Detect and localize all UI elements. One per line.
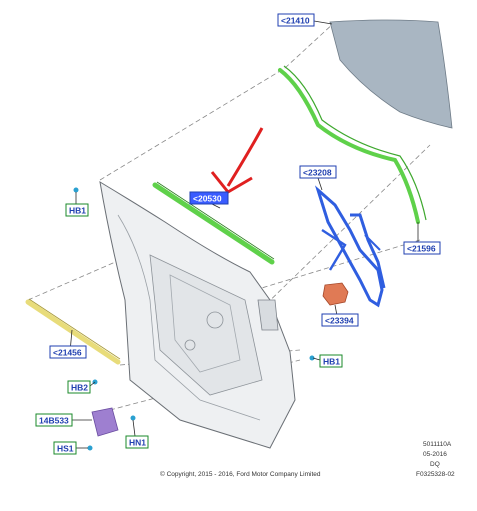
callout-hn1[interactable]: HN1 [125, 435, 149, 449]
lower-door-strip [25, 298, 121, 365]
callout-hb1-right[interactable]: HB1 [319, 354, 343, 368]
drawing-meta: 5011110A 05-2016 DQ F0325328-02 © Copyri… [160, 441, 455, 478]
callout-motor[interactable]: <23394 [321, 313, 359, 327]
callout-glass-label: <21410 [281, 16, 310, 26]
meta-date: 05-2016 [423, 451, 447, 458]
door-control-module [91, 407, 119, 437]
leader-lines [69, 20, 419, 449]
callout-regulator-label: <23208 [303, 168, 332, 178]
callout-module-label: 14B533 [39, 416, 69, 426]
callout-hb1-top[interactable]: HB1 [65, 203, 89, 217]
callout-lower-strip[interactable]: <21456 [49, 345, 87, 359]
callout-hs1-label: HS1 [57, 444, 74, 454]
meta-code: 5011110A [423, 441, 452, 448]
callout-regulator[interactable]: <23208 [299, 165, 337, 179]
callout-lower-strip-label: <21456 [53, 348, 82, 358]
meta-dq: DQ [430, 461, 440, 468]
callout-hs1[interactable]: HS1 [53, 441, 77, 455]
window-regulator [314, 185, 386, 308]
belt-weatherstrip [152, 181, 275, 265]
callout-module[interactable]: 14B533 [35, 413, 73, 427]
red-pointer-arrow [210, 127, 264, 194]
callout-belt-weatherstrip[interactable]: <20530 [189, 191, 229, 205]
callout-hb1-top-label: HB1 [69, 206, 86, 216]
callout-motor-label: <23394 [325, 316, 354, 326]
callout-hb1-right-label: HB1 [323, 357, 340, 367]
callout-hb2[interactable]: HB2 [67, 380, 91, 394]
meta-ref: F0325328-02 [416, 471, 455, 478]
callout-hb2-label: HB2 [71, 383, 88, 393]
callout-belt-weatherstrip-label: <20530 [193, 194, 222, 204]
regulator-motor [322, 282, 349, 306]
callout-glass[interactable]: <21410 [277, 13, 315, 27]
copyright-text: © Copyright, 2015 - 2016, Ford Motor Com… [160, 470, 321, 478]
callout-run-channel-label: <21596 [407, 244, 436, 254]
callout-hn1-label: HN1 [129, 438, 146, 448]
door-glass [329, 19, 453, 129]
callout-run-channel[interactable]: <21596 [403, 241, 441, 255]
door-inner-panel [99, 181, 296, 449]
glass-run-channel [278, 65, 427, 224]
